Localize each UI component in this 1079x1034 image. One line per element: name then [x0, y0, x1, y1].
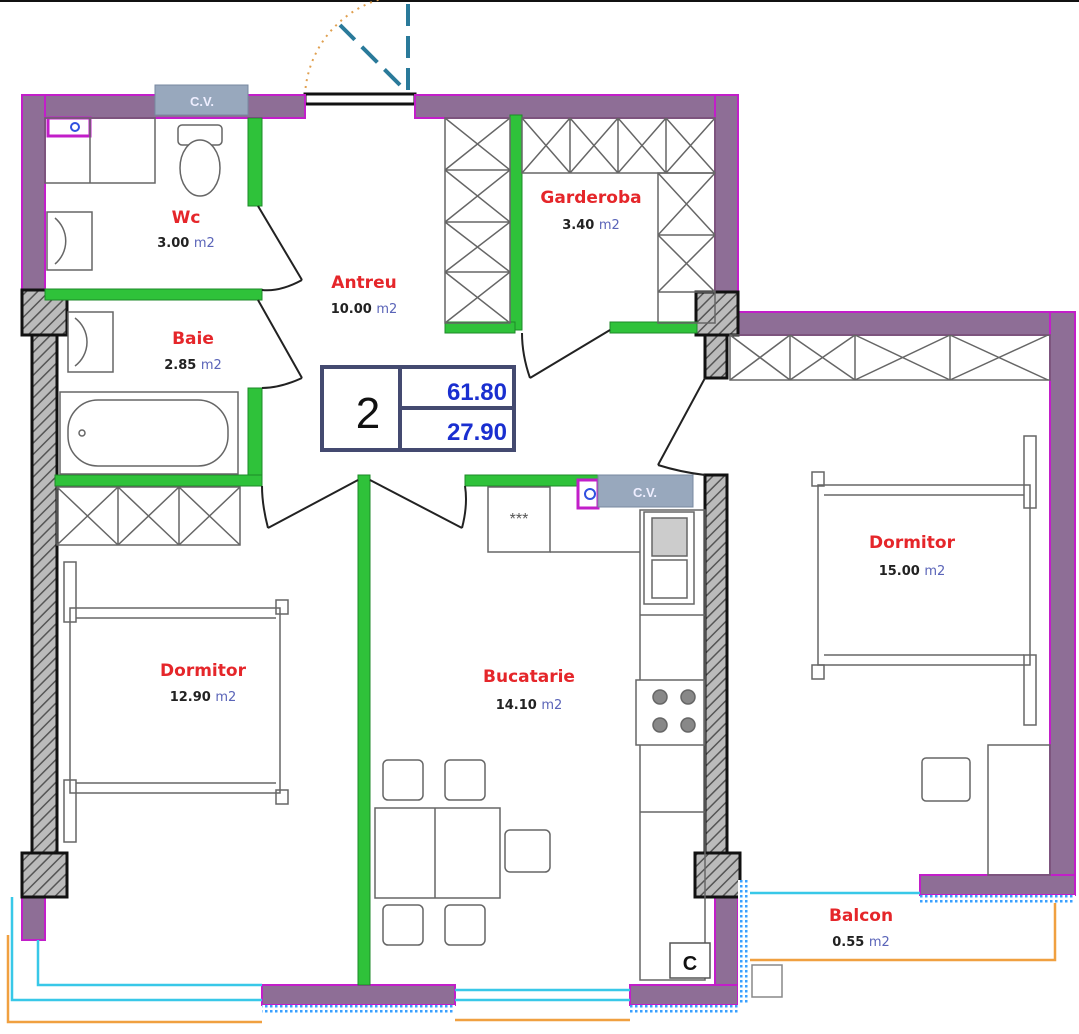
wardrobe-bedroom-right [729, 334, 1051, 381]
exterior-walls [21, 94, 1076, 1006]
svg-text:C: C [683, 953, 697, 975]
room-label-baie: Baie 2.85 m2 [164, 329, 222, 373]
room-label-wc: Wc 3.00 m2 [157, 208, 215, 251]
interior-walls [44, 114, 698, 986]
structural-walls [20, 288, 742, 899]
boiler-box: C [669, 942, 711, 979]
svg-text:14.10 m2: 14.10 m2 [496, 698, 563, 713]
balcony-rail [262, 880, 1075, 1013]
top-border [0, 0, 1079, 2]
cv-box-top: C.V. [154, 84, 249, 116]
room-count: 2 [356, 389, 380, 438]
svg-text:12.90 m2: 12.90 m2 [170, 690, 237, 705]
svg-text:Baie: Baie [172, 329, 214, 349]
entrance-door[interactable] [303, 0, 417, 106]
svg-text:***: *** [510, 511, 529, 528]
svg-text:C.V.: C.V. [633, 485, 657, 500]
svg-text:2.85 m2: 2.85 m2 [164, 358, 222, 373]
kitchen-counter: *** [487, 486, 706, 981]
living-area: 27.90 [447, 419, 507, 446]
bed-right-icon [811, 435, 1037, 726]
room-label-dormitor-right: Dormitor 15.00 m2 [869, 533, 956, 579]
bath-sink-icon [67, 311, 114, 373]
apartment-summary-box: 2 61.80 27.90 [320, 365, 516, 452]
bed-left-icon [63, 561, 289, 843]
wardrobe-bedroom-left [56, 486, 241, 546]
svg-text:Antreu: Antreu [331, 273, 396, 293]
toilet-icon [177, 124, 223, 197]
svg-text:C.V.: C.V. [190, 94, 214, 109]
wc-counter [44, 117, 156, 184]
room-label-bucatarie: Bucatarie 14.10 m2 [483, 667, 575, 713]
room-label-garderoba: Garderoba 3.40 m2 [540, 188, 641, 233]
svg-text:3.40 m2: 3.40 m2 [562, 218, 620, 233]
desk-right [921, 744, 1051, 876]
svg-text:Wc: Wc [172, 208, 201, 228]
wardrobe-garderoba [444, 117, 716, 324]
room-label-balcon: Balcon 0.55 m2 [829, 906, 893, 950]
svg-text:3.00 m2: 3.00 m2 [157, 236, 215, 251]
sink-icon [46, 211, 93, 271]
windows [6, 891, 1057, 1024]
total-area: 61.80 [447, 379, 507, 406]
interior-doors[interactable] [257, 205, 706, 529]
svg-text:Balcon: Balcon [829, 906, 893, 926]
svg-text:10.00 m2: 10.00 m2 [331, 302, 398, 317]
svg-text:Dormitor: Dormitor [869, 533, 956, 553]
cv-box-kitchen: C.V. [576, 474, 694, 510]
room-label-antreu: Antreu 10.00 m2 [331, 273, 398, 317]
svg-text:Bucatarie: Bucatarie [483, 667, 575, 687]
bathtub-icon [59, 391, 239, 475]
svg-text:Dormitor: Dormitor [160, 661, 247, 681]
svg-text:Garderoba: Garderoba [540, 188, 641, 208]
dining-table [374, 759, 551, 946]
svg-text:15.00 m2: 15.00 m2 [879, 564, 946, 579]
svg-text:0.55 m2: 0.55 m2 [832, 935, 890, 950]
room-label-dormitor-left: Dormitor 12.90 m2 [160, 661, 247, 705]
